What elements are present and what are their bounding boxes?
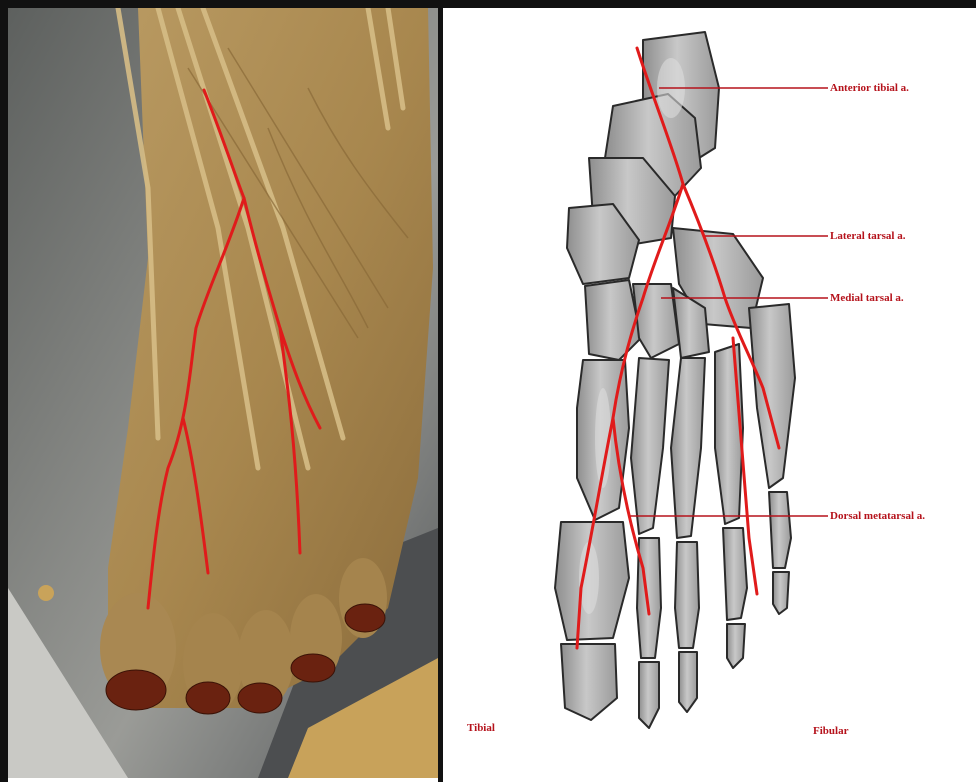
label-anterior-tibial-artery: Anterior tibial a. <box>830 83 909 94</box>
label-tibial-side: Tibial <box>467 723 495 734</box>
label-medial-tarsal-artery: Medial tarsal a. <box>830 293 904 304</box>
foot-skeleton-illustration <box>443 8 976 782</box>
frame-left <box>0 0 8 782</box>
frame-top <box>0 0 976 8</box>
dissection-photo-art <box>8 8 438 778</box>
label-fibular-side: Fibular <box>813 726 848 737</box>
label-dorsal-metatarsal-artery: Dorsal metatarsal a. <box>830 511 925 522</box>
bone-diagram: Anterior tibial a. Lateral tarsal a. Med… <box>443 8 976 782</box>
label-lateral-tarsal-artery: Lateral tarsal a. <box>830 231 905 242</box>
dissection-photo <box>8 8 438 778</box>
